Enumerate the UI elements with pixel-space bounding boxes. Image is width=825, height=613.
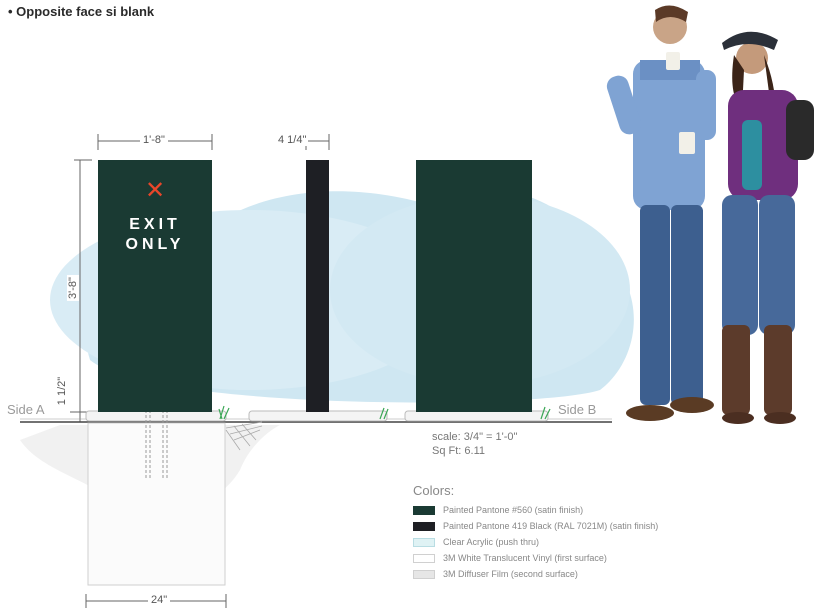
grass-tufts [218,405,551,420]
dimension-base-height: 1 1/2" [56,376,69,406]
panel-bases [85,410,549,422]
color-legend-item: Painted Pantone #560 (satin finish) [413,502,658,518]
color-label: Clear Acrylic (push thru) [443,537,540,547]
dimension-panel-height: 3'-8" [66,275,79,301]
dimension-panel-thickness: 4 1/4" [276,134,309,146]
color-legend-item: 3M White Translucent Vinyl (first surfac… [413,550,658,566]
color-label: Painted Pantone #560 (satin finish) [443,505,584,515]
scale-text: scale: 3/4" = 1'-0" [432,431,518,443]
sign-text-line-2: ONLY [125,236,185,253]
dimension-panel-width: 1'-8" [140,134,168,146]
sign-text-line-1: EXIT [129,216,181,233]
side-a-label: Side A [7,402,45,417]
colors-legend: Colors: Painted Pantone #560 (satin fini… [413,483,658,582]
scale-info: scale: 3/4" = 1'-0" Sq Ft: 6.11 [432,430,517,458]
color-swatch [413,505,435,515]
color-legend-item: Clear Acrylic (push thru) [413,534,658,550]
concrete-footing [87,405,263,586]
color-swatch [413,553,435,563]
color-swatch [413,521,435,531]
people-illustration [606,5,814,424]
color-swatch [413,569,435,579]
x-mark-icon: ✕ [144,176,166,204]
drawing-note: • Opposite face si blank [8,4,155,19]
color-legend-item: 3M Diffuser Film (second surface) [413,566,658,582]
exit-sign-panel: ✕ EXIT ONLY [98,160,212,412]
side-b-label: Side B [558,402,597,417]
dimension-footing-width: 24" [148,594,171,606]
color-label: 3M Diffuser Film (second surface) [443,569,578,579]
square-footage-text: Sq Ft: 6.11 [432,445,485,457]
colors-heading: Colors: [413,483,455,498]
sign-side-profile [306,160,329,412]
color-swatch [413,537,435,547]
sign-back-panel [416,160,532,412]
dimension-lines [70,134,330,608]
color-legend-item: Painted Pantone 419 Black (RAL 7021M) (s… [413,518,658,534]
color-label: 3M White Translucent Vinyl (first surfac… [443,553,607,563]
color-label: Painted Pantone 419 Black (RAL 7021M) (s… [443,521,659,531]
